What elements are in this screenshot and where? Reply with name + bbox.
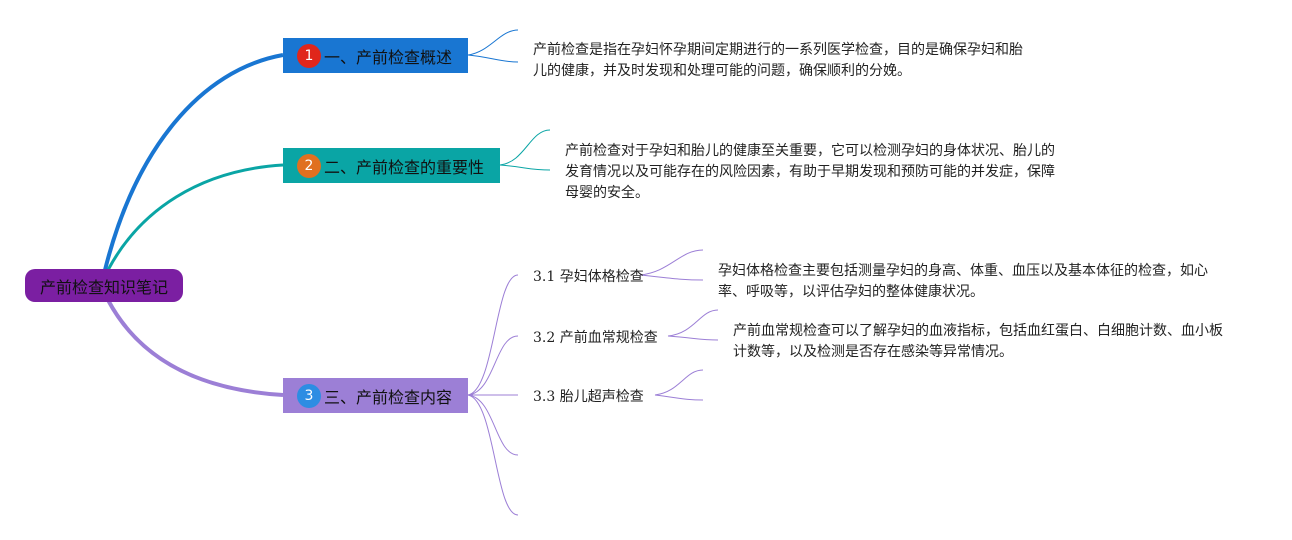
branch-contents-label: 三、产前检查内容 (324, 387, 453, 407)
number-badge-2: 2 (297, 153, 321, 178)
note-physical-exam: 孕妇体格检查主要包括测量孕妇的身高、体重、血压以及基本体征的检查，如心率、呼吸等… (718, 263, 1208, 300)
branch-overview[interactable]: 1 一、产前检查概述 (283, 38, 468, 73)
branch-contents[interactable]: 3 三、产前检查内容 (283, 378, 468, 413)
branch-overview-label: 一、产前检查概述 (324, 47, 453, 67)
note-importance: 产前检查对于孕妇和胎儿的健康至关重要，它可以检测孕妇的身体状况、胎儿的发育情况以… (565, 143, 1055, 201)
note-overview: 产前检查是指在孕妇怀孕期间定期进行的一系列医学检查，目的是确保孕妇和胎儿的健康，… (533, 42, 1023, 79)
root-topic-label: 产前检查知识笔记 (39, 277, 168, 297)
note-blood-test: 产前血常规检查可以了解孕妇的血液指标，包括血红蛋白、白细胞计数、血小板计数等，以… (733, 323, 1223, 360)
number-badge-3: 3 (297, 383, 321, 408)
number-badge-1: 1 (297, 43, 321, 68)
root-topic[interactable]: 产前检查知识笔记 (25, 269, 183, 302)
branch-importance[interactable]: 2 二、产前检查的重要性 (283, 148, 500, 183)
subtopic-ultrasound[interactable]: 3.3 胎儿超声检查 (533, 389, 644, 405)
subtopic-physical-exam[interactable]: 3.1 孕妇体格检查 (533, 269, 644, 285)
branch-importance-label: 二、产前检查的重要性 (324, 157, 485, 177)
subtopic-blood-test[interactable]: 3.2 产前血常规检查 (533, 330, 658, 346)
